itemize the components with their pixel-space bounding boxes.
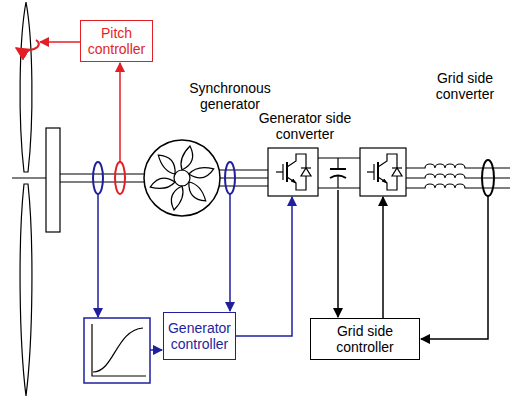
speed-sensor (93, 162, 103, 194)
current-sensor (225, 162, 235, 194)
speed-sensor (115, 162, 125, 194)
mppt-curve-box (84, 318, 150, 383)
voltage-signal (337, 190, 339, 317)
current-signal (229, 194, 231, 311)
speed-signal (119, 63, 121, 162)
grid-controller-box: Grid side controller (310, 318, 420, 360)
blade (20, 184, 32, 396)
pitch-controller-box: Pitch controller (80, 20, 153, 62)
power-curve (93, 328, 143, 372)
generator-label: Synchronous generator (175, 80, 285, 112)
hub-line (12, 177, 46, 178)
node-text: Pitch controller (85, 25, 148, 57)
speed-signal (97, 194, 99, 317)
capacitor (330, 168, 346, 170)
converter-label: Generator side converter (250, 110, 360, 142)
hub (46, 128, 60, 232)
grid-sensor (482, 160, 494, 196)
blade (20, 2, 32, 172)
inductor (406, 164, 510, 168)
gate-signal (382, 197, 384, 318)
converter-box (268, 148, 318, 196)
grid-signal (421, 196, 488, 339)
converter-label: Grid side converter (422, 70, 508, 102)
generator-symbol (144, 140, 220, 216)
node-text: Grid side controller (315, 323, 415, 355)
node-text: Generator controller (168, 320, 231, 352)
dc-link (318, 157, 360, 158)
pitch-signal (40, 41, 80, 43)
generator-controller-box: Generator controller (163, 312, 236, 360)
gate-signal (236, 197, 292, 336)
curve-axes (92, 324, 146, 376)
dc-link (318, 187, 360, 188)
phase-wire (220, 177, 268, 178)
converter-box (360, 148, 406, 196)
reference-signal (150, 349, 162, 351)
rotation-arrow (16, 40, 39, 50)
